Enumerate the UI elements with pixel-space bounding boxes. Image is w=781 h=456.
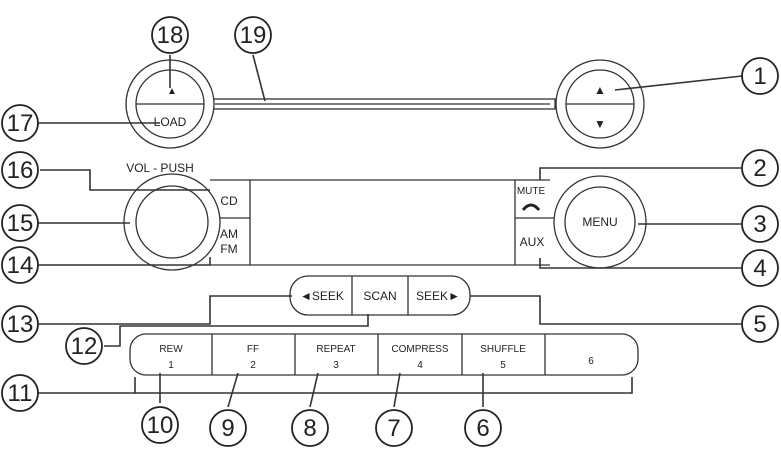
- display-panel: [210, 179, 560, 266]
- preset-buttons: REW 1 FF 2 REPEAT 3 COMPRESS 4 SHUFFLE 5 6: [159, 335, 631, 374]
- callout-8: 8: [291, 409, 329, 447]
- leader-lines: [37, 54, 743, 408]
- menu-button-label: MENU: [582, 215, 617, 229]
- preset-button-6[interactable]: [551, 335, 631, 374]
- preset-number-label: 5: [500, 360, 506, 371]
- preset-function-label: COMPRESS: [391, 344, 449, 355]
- volume-knob[interactable]: [123, 173, 221, 271]
- callout-number: 9: [221, 415, 234, 442]
- callout-10: 10: [141, 406, 179, 444]
- phone-mute-icon: [521, 203, 541, 211]
- eject-load-knob[interactable]: [125, 59, 215, 149]
- callout-15: 15: [1, 204, 39, 242]
- callout-number: 18: [157, 22, 184, 49]
- callout-number: 1: [753, 63, 766, 90]
- callout-number: 7: [387, 415, 400, 442]
- callout-12: 12: [65, 327, 103, 365]
- callout-4: 4: [741, 249, 779, 287]
- callout-number: 5: [753, 311, 766, 338]
- tune-up-arrow-icon: ▲: [594, 83, 606, 97]
- callout-number: 17: [7, 110, 34, 137]
- fm-button-label: FM: [220, 242, 237, 256]
- preset-number-label: 3: [333, 360, 339, 371]
- callout-2: 2: [741, 149, 779, 187]
- callout-number: 2: [753, 155, 766, 182]
- preset-number-label: 1: [168, 360, 174, 371]
- mute-button-label: MUTE: [517, 186, 546, 197]
- preset-number-label: 4: [417, 360, 423, 371]
- callout-14: 14: [1, 246, 39, 284]
- preset-number-label: 6: [588, 356, 594, 367]
- seek-right-label: SEEK►: [416, 289, 460, 303]
- callout-1: 1: [741, 57, 779, 95]
- callout-5: 5: [741, 305, 779, 343]
- callout-19: 19: [234, 16, 272, 54]
- callout-13: 13: [1, 305, 39, 343]
- callout-number: 10: [147, 412, 174, 439]
- eject-arrow-icon: ▲: [167, 86, 177, 97]
- preset-function-label: FF: [247, 344, 259, 355]
- callout-number: 11: [8, 380, 33, 407]
- callout-16: 16: [1, 151, 39, 189]
- aux-button-label: AUX: [520, 235, 545, 249]
- callout-6: 6: [464, 409, 502, 447]
- scan-label: SCAN: [363, 289, 396, 303]
- tune-knob[interactable]: [555, 59, 645, 149]
- callout-number: 3: [753, 211, 766, 238]
- preset-function-label: REW: [159, 344, 183, 355]
- callout-number: 13: [7, 311, 34, 338]
- tune-down-arrow-icon: ▼: [594, 117, 606, 131]
- preset-function-label: SHUFFLE: [480, 344, 526, 355]
- preset-bar: [129, 333, 639, 376]
- callout-number: 12: [71, 333, 98, 360]
- callout-18: 18: [151, 16, 189, 54]
- am-button-label: AM: [220, 227, 238, 241]
- preset-function-label: REPEAT: [316, 344, 355, 355]
- callout-number: 19: [240, 22, 267, 49]
- preset-number-label: 2: [250, 360, 256, 371]
- load-button-label: LOAD: [154, 115, 187, 129]
- callout-number: 4: [753, 255, 766, 282]
- callout-number: 8: [303, 415, 316, 442]
- callout-number: 14: [7, 252, 34, 279]
- callout-number: 6: [476, 415, 489, 442]
- callout-11: 11: [1, 374, 39, 412]
- callout-number: 15: [7, 210, 34, 237]
- vol-push-label: VOL - PUSH: [126, 161, 194, 175]
- callout-number: 16: [7, 157, 34, 184]
- cd-slot: [209, 98, 556, 110]
- callout-3: 3: [741, 205, 779, 243]
- callout-9: 9: [209, 409, 247, 447]
- callout-7: 7: [375, 409, 413, 447]
- callout-17: 17: [1, 104, 39, 142]
- menu-knob[interactable]: [553, 175, 647, 269]
- seek-left-label: ◄SEEK: [300, 289, 344, 303]
- cd-button-label: CD: [220, 194, 238, 208]
